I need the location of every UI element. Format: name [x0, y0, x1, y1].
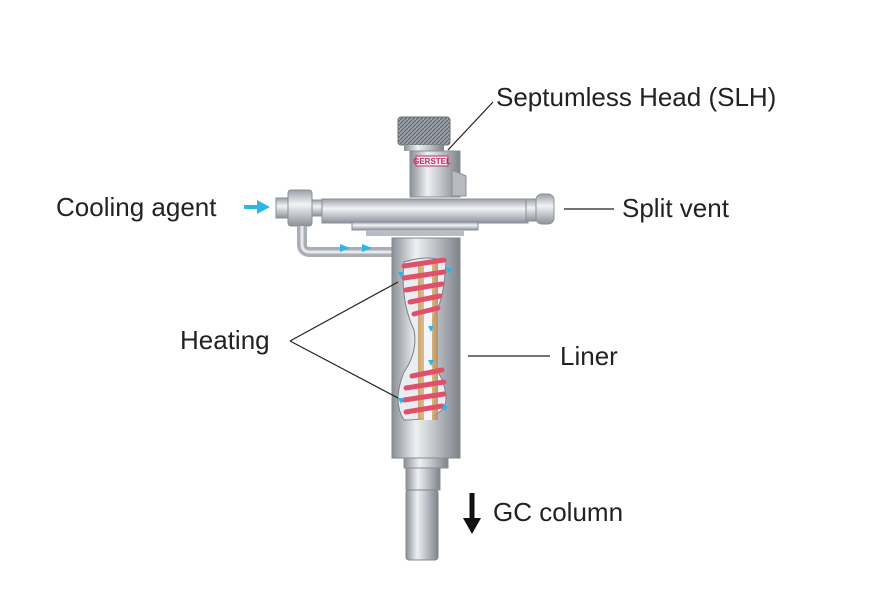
- top-plate: [321, 198, 529, 236]
- gc-column-connector: [403, 457, 449, 561]
- septumless-head-label: Septumless Head (SLH): [496, 82, 776, 112]
- gc-column-arrow-icon: [463, 493, 481, 534]
- heating-coils: [401, 257, 447, 415]
- brand-logo: GERSTEL: [413, 157, 451, 166]
- heating-label: Heating: [180, 325, 270, 355]
- coolant-flow: [398, 268, 452, 412]
- liner-label: Liner: [560, 341, 618, 371]
- gc-column-label: GC column: [493, 497, 623, 527]
- cooling-agent-label: Cooling agent: [56, 192, 217, 222]
- cooling-inlet-fitting: [275, 189, 325, 227]
- split-vent-label: Split vent: [622, 193, 730, 223]
- cooling-line: [297, 226, 394, 257]
- cooling-agent-arrow-icon: [244, 200, 270, 214]
- septumless-head: GERSTEL: [397, 116, 467, 198]
- leader-lines: [289, 101, 614, 399]
- split-vent-fitting: [525, 193, 555, 225]
